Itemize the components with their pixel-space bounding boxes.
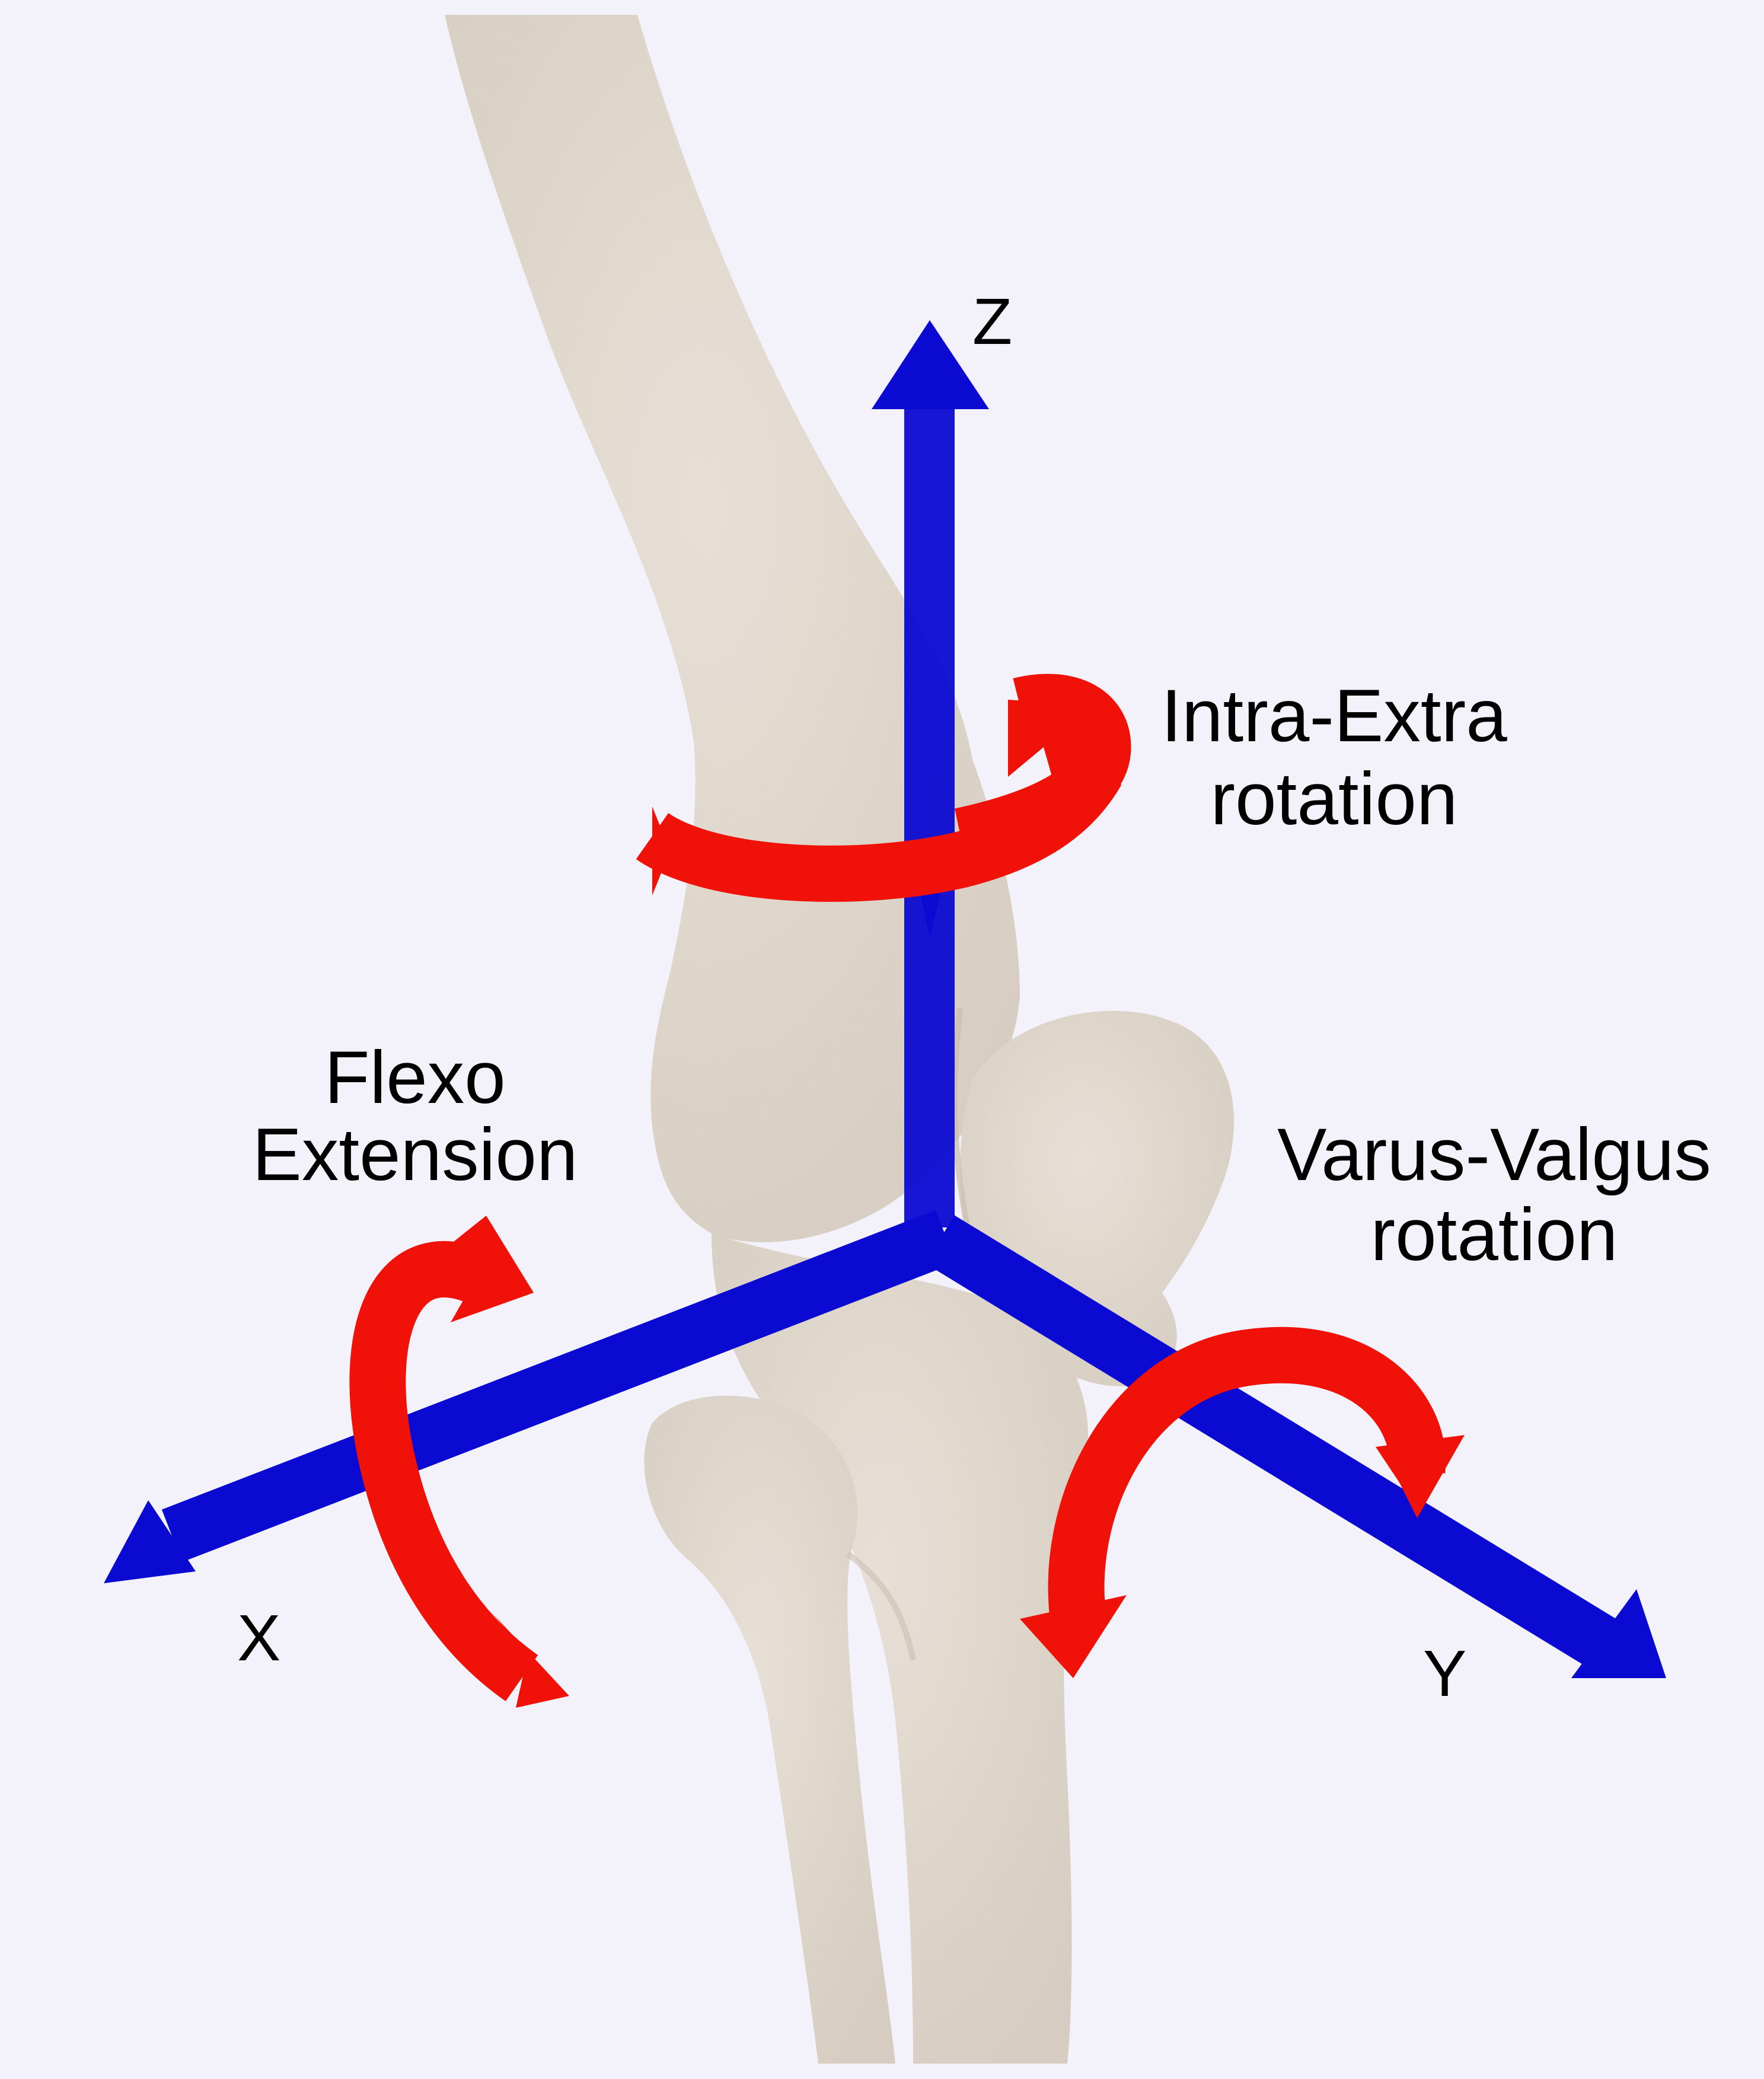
y-axis-shaft bbox=[925, 1215, 1616, 1667]
z-axis-label: Z bbox=[972, 285, 1012, 358]
y-axis bbox=[925, 1215, 1666, 1678]
varus-valgus-arc bbox=[1048, 1327, 1446, 1630]
z-axis bbox=[872, 320, 989, 1227]
x-axis-arrowhead bbox=[104, 1500, 196, 1583]
varus-valgus-arrowhead-right bbox=[1376, 1435, 1465, 1518]
z-axis-shaft bbox=[904, 403, 955, 1227]
fibula bbox=[644, 1395, 895, 2064]
x-axis bbox=[104, 1210, 956, 1583]
y-axis-label: Y bbox=[1423, 1637, 1466, 1710]
intra-extra-label-line1: Intra-Extra bbox=[1161, 675, 1507, 757]
intra-extra-arc-front bbox=[636, 756, 1122, 902]
bone-shading bbox=[846, 1551, 916, 1661]
intra-extra-label-line2: rotation bbox=[1211, 758, 1458, 840]
varus-valgus-label-line2: rotation bbox=[1371, 1194, 1618, 1276]
flexo-extension-rotation-arrow bbox=[349, 1216, 569, 1708]
flexo-extension-arc bbox=[349, 1241, 538, 1701]
z-axis-arrowhead bbox=[872, 320, 989, 409]
varus-valgus-label-line1: Varus-Valgus bbox=[1277, 1114, 1711, 1196]
intra-extra-arrowhead bbox=[1008, 700, 1103, 789]
flexo-extension-label-line2: Extension bbox=[253, 1114, 578, 1196]
flexo-extension-label-line1: Flexo bbox=[324, 1037, 506, 1119]
femur bbox=[445, 15, 1020, 1242]
x-axis-shaft bbox=[161, 1210, 956, 1563]
flexo-extension-arrowhead-bottom bbox=[492, 1613, 569, 1708]
varus-valgus-arrowhead-left bbox=[1020, 1595, 1127, 1678]
y-axis-arrowhead bbox=[1571, 1589, 1666, 1678]
x-axis-label: X bbox=[237, 1602, 280, 1675]
intra-extra-tail-notch bbox=[652, 806, 670, 895]
varus-valgus-rotation-arrow bbox=[1020, 1327, 1465, 1678]
flexo-extension-arrowhead-top bbox=[427, 1216, 534, 1322]
